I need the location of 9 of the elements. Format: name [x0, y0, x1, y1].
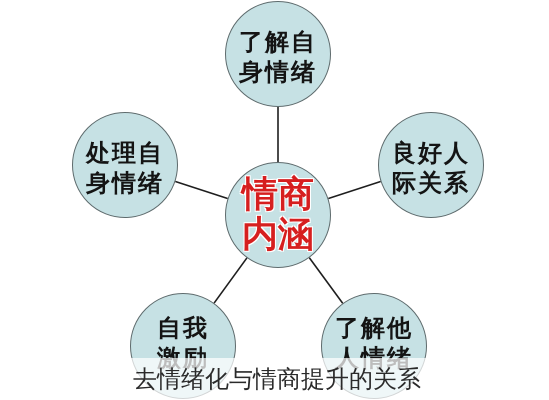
- node-label: 良好人际关系: [391, 138, 471, 198]
- connector-line: [175, 180, 228, 200]
- connector-line: [213, 257, 248, 304]
- node-label: 情商内涵: [241, 175, 315, 255]
- node-label: 处理自身情绪: [85, 138, 165, 198]
- node-label: 了解自身情绪: [238, 27, 318, 87]
- connector-line: [328, 180, 381, 200]
- connector-line: [308, 257, 344, 304]
- connector-line: [277, 107, 279, 162]
